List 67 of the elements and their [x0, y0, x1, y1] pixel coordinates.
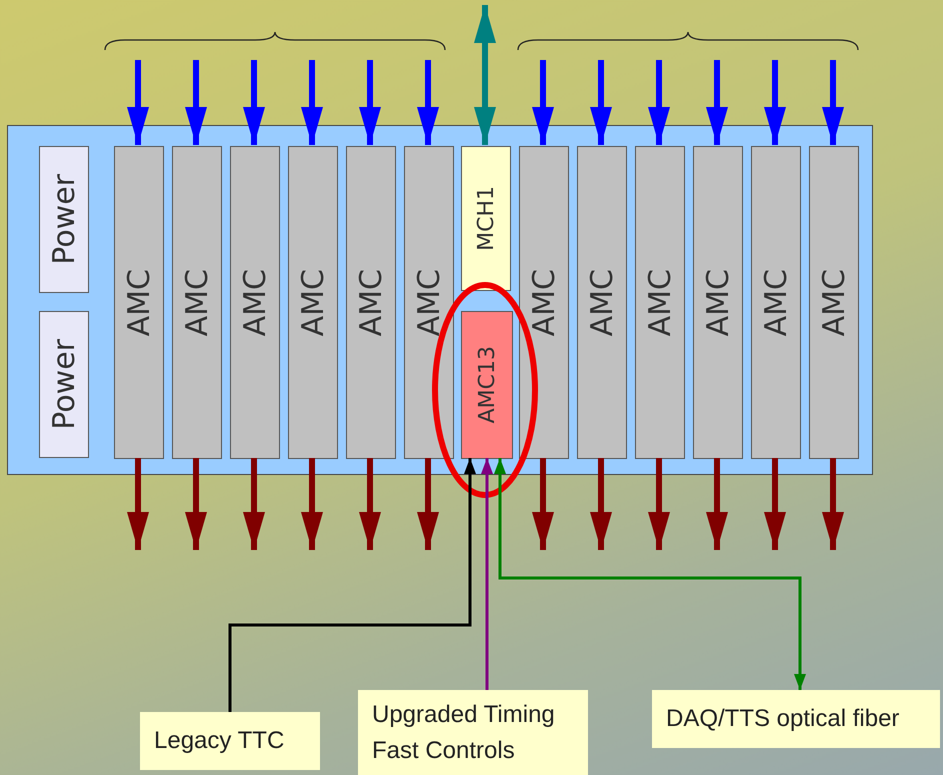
slot-label: AMC — [180, 268, 214, 336]
module-slot — [230, 146, 280, 459]
module-slot — [114, 146, 164, 459]
arrow — [301, 458, 323, 550]
module-slot — [577, 146, 627, 459]
arrow — [243, 458, 265, 550]
module-slot — [635, 146, 685, 459]
arrow — [590, 458, 612, 550]
arrow — [764, 60, 786, 145]
module-slot — [809, 146, 859, 459]
module-slot — [693, 146, 743, 459]
arrow — [822, 458, 844, 550]
arrow — [706, 60, 728, 145]
label-text: Legacy TTC — [154, 726, 284, 756]
module-slot — [288, 146, 338, 459]
module-slot — [346, 146, 396, 459]
arrow — [590, 60, 612, 145]
arrow — [822, 60, 844, 145]
slot-label: AMC — [816, 268, 852, 336]
arrow — [127, 458, 149, 550]
arrow — [648, 60, 670, 145]
arrow — [243, 60, 265, 145]
slot-label: AMC — [238, 268, 272, 336]
slot-label: AMC — [526, 268, 562, 336]
arrow — [494, 458, 806, 690]
label-box — [652, 690, 940, 748]
arrow — [532, 60, 554, 145]
slot-label: AMC — [122, 268, 156, 336]
module-slot — [172, 146, 222, 459]
slot-label: AMC13 — [474, 346, 500, 424]
module-slot — [404, 146, 454, 459]
arrow — [706, 458, 728, 550]
arrow — [474, 5, 496, 145]
slot-label: AMC — [584, 268, 620, 336]
label-box — [140, 712, 320, 770]
arrow — [481, 458, 493, 690]
slot-label: AMC — [412, 268, 446, 336]
slot-label: Power — [46, 339, 82, 430]
arrow — [764, 458, 786, 550]
slot-label: MCH1 — [474, 186, 498, 251]
arrow — [301, 60, 323, 145]
label-text: Upgraded Timing Fast Controls — [372, 700, 556, 766]
slot-label: AMC — [296, 268, 330, 336]
arrow — [228, 458, 476, 712]
label-box — [358, 690, 588, 775]
arrow — [417, 60, 439, 145]
arrow — [417, 458, 439, 550]
crate-panel — [7, 125, 873, 475]
slot-label: AMC — [354, 268, 388, 336]
arrow — [127, 60, 149, 145]
power-module — [39, 311, 89, 458]
slot-label: AMC — [758, 268, 794, 336]
arrow — [532, 458, 554, 550]
arrow — [185, 458, 207, 550]
label-text: DAQ/TTS optical fiber — [666, 704, 900, 734]
module-slot — [751, 146, 801, 459]
slot-label: Power — [46, 174, 82, 265]
module-slot — [461, 146, 511, 291]
arrow — [359, 60, 381, 145]
module-slot — [519, 146, 569, 459]
module-slot — [461, 311, 513, 459]
arrow — [648, 458, 670, 550]
power-module — [39, 146, 89, 293]
slot-label: AMC — [700, 268, 736, 336]
slot-label: AMC — [642, 268, 678, 336]
arrow — [185, 60, 207, 145]
arrow — [359, 458, 381, 550]
